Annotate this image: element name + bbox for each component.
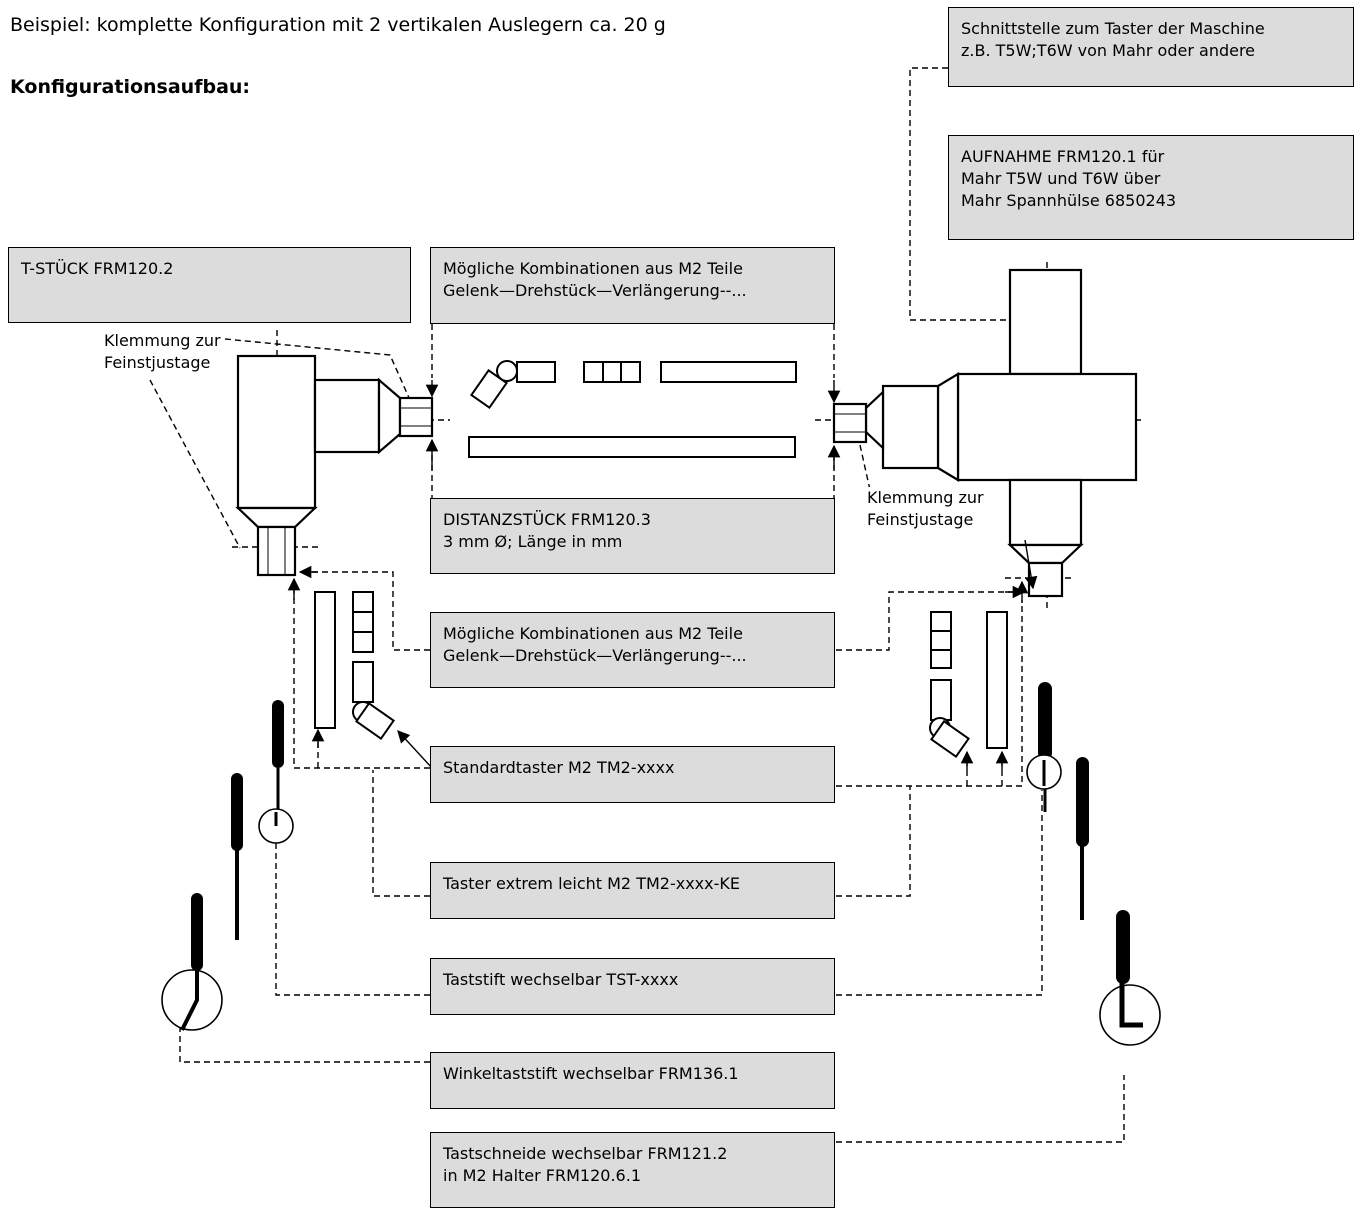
m2-parts-right (929, 611, 1008, 759)
combo-mid-line1: Mögliche Kombinationen aus M2 Teile (443, 624, 743, 643)
section-heading: Konfigurationsaufbau: (10, 76, 251, 98)
interface-box: Schnittstelle zum Taster der Maschine z.… (948, 7, 1354, 87)
m2-parts-top (468, 360, 797, 458)
aufnahme-box: AUFNAHME FRM120.1 für Mahr T5W und T6W ü… (948, 135, 1354, 240)
klemmung-left-line2: Feinstjustage (104, 353, 211, 372)
aufnahme-right (832, 268, 1138, 598)
klemmung-right-label: Klemmung zur Feinstjustage (867, 487, 984, 531)
standard-box: Standardtaster M2 TM2-xxxx (430, 746, 835, 803)
m2-parts-left (314, 591, 395, 741)
combo-mid-line2: Gelenk—Drehstück—Verlängerung--... (443, 646, 747, 665)
klemmung-left-label: Klemmung zur Feinstjustage (104, 330, 221, 374)
interface-line1: Schnittstelle zum Taster der Maschine (961, 19, 1265, 38)
combo-top-line2: Gelenk—Drehstück—Verlängerung--... (443, 281, 747, 300)
aufnahme-line2: Mahr T5W und T6W über (961, 169, 1161, 188)
schneide-line2: in M2 Halter FRM120.6.1 (443, 1166, 641, 1185)
interface-line2: z.B. T5W;T6W von Mahr oder andere (961, 41, 1256, 60)
klemmung-right-line1: Klemmung zur (867, 488, 984, 507)
distanz-line1: DISTANZSTÜCK FRM120.3 (443, 510, 651, 529)
schneide-line1: Tastschneide wechselbar FRM121.2 (443, 1144, 728, 1163)
arrows (287, 380, 1038, 770)
standard-line1: Standardtaster M2 TM2-xxxx (443, 758, 675, 777)
styli-right (1026, 682, 1161, 1046)
leicht-line1: Taster extrem leicht M2 TM2-xxxx-KE (443, 874, 740, 893)
winkel-box: Winkeltaststift wechselbar FRM136.1 (430, 1052, 835, 1109)
t-stueck-line1: T-STÜCK FRM120.2 (21, 259, 174, 278)
taststift-line1: Taststift wechselbar TST-xxxx (443, 970, 679, 989)
styli-left (161, 700, 294, 1031)
t-piece-left (235, 354, 434, 577)
taststift-box: Taststift wechselbar TST-xxxx (430, 958, 835, 1015)
aufnahme-line3: Mahr Spannhülse 6850243 (961, 191, 1177, 210)
leicht-box: Taster extrem leicht M2 TM2-xxxx-KE (430, 862, 835, 919)
schneide-box: Tastschneide wechselbar FRM121.2 in M2 H… (430, 1132, 835, 1208)
combo-top-box: Mögliche Kombinationen aus M2 Teile Gele… (430, 247, 835, 324)
winkel-line1: Winkeltaststift wechselbar FRM136.1 (443, 1064, 739, 1083)
aufnahme-line1: AUFNAHME FRM120.1 für (961, 147, 1165, 166)
combo-mid-box: Mögliche Kombinationen aus M2 Teile Gele… (430, 612, 835, 688)
distanz-line2: 3 mm Ø; Länge in mm (443, 532, 623, 551)
distanz-box: DISTANZSTÜCK FRM120.3 3 mm Ø; Länge in m… (430, 498, 835, 574)
intro-text: Beispiel: komplette Konfiguration mit 2 … (10, 14, 666, 36)
t-stueck-box: T-STÜCK FRM120.2 (8, 247, 411, 323)
klemmung-left-line1: Klemmung zur (104, 331, 221, 350)
klemmung-right-line2: Feinstjustage (867, 510, 974, 529)
combo-top-line1: Mögliche Kombinationen aus M2 Teile (443, 259, 743, 278)
